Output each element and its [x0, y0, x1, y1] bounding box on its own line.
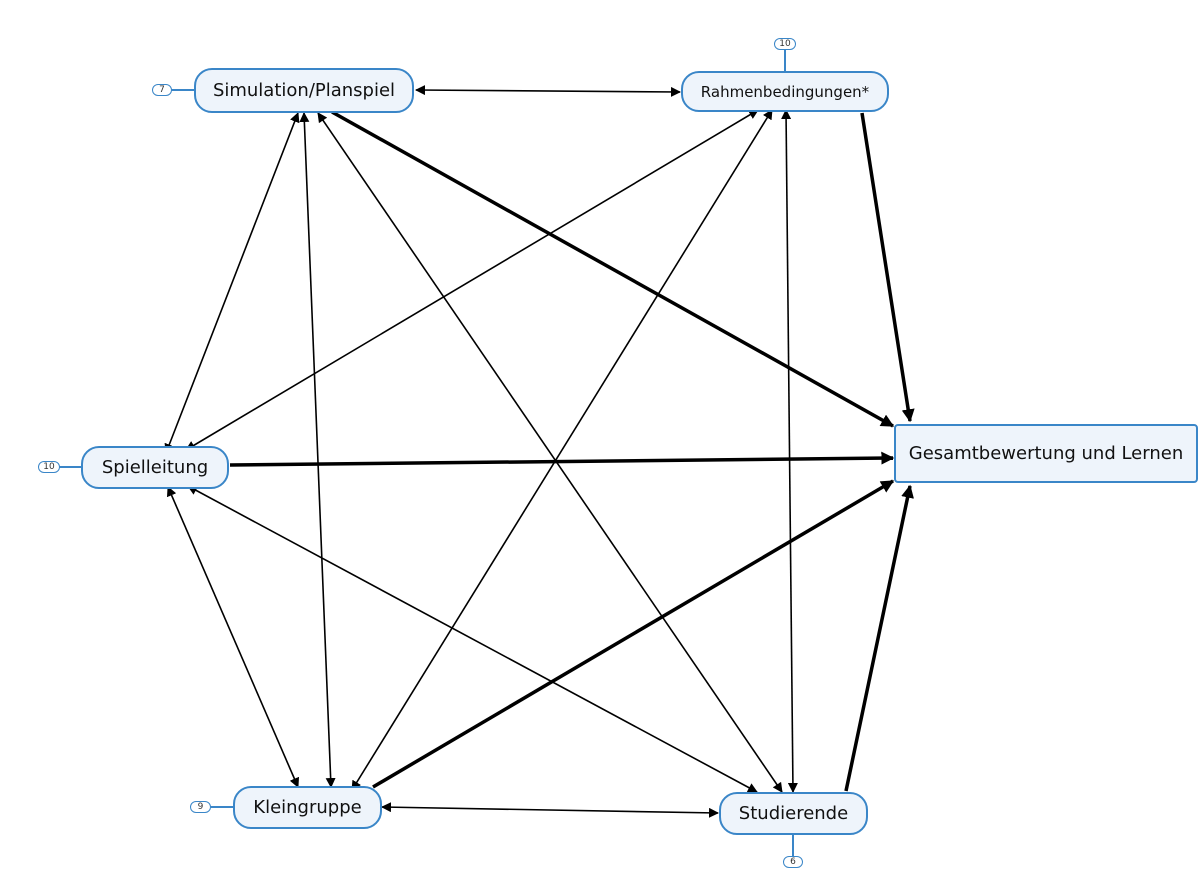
edge-kleingruppe-studierende	[381, 802, 719, 818]
node-label-kleingruppe: Kleingruppe	[253, 797, 362, 818]
badge-rahmen: 10	[774, 38, 796, 50]
badge-studierende: 6	[783, 856, 803, 868]
node-gesamtbewertung-und-lernen[interactable]: Gesamtbewertung und Lernen	[894, 424, 1198, 483]
edge-spielleitung-studierende	[187, 485, 758, 793]
node-label-rahmen: Rahmenbedingungen*	[700, 82, 870, 101]
node-spielleitung[interactable]: Spielleitung	[81, 446, 229, 489]
node-label-studierende: Studierende	[738, 803, 849, 824]
badge-kleingruppe: 9	[190, 801, 211, 813]
edge-simulation-spielleitung	[164, 112, 300, 454]
badge-simulation: 7	[152, 84, 172, 96]
badge-spielleitung: 10	[38, 461, 60, 473]
node-studierende[interactable]: Studierende	[719, 792, 868, 835]
node-rahmenbedingungen[interactable]: Rahmenbedingungen*	[681, 71, 889, 112]
node-label-spielleitung: Spielleitung	[101, 457, 209, 478]
edge-simulation-gesamt	[331, 110, 895, 428]
edge-rahmen-spielleitung	[185, 109, 759, 451]
node-simulation-planspiel[interactable]: Simulation/Planspiel	[194, 68, 414, 113]
edge-simulation-kleingruppe	[299, 112, 336, 788]
edge-spielleitung-kleingruppe	[166, 486, 300, 788]
edge-spielleitung-gesamt	[229, 451, 895, 467]
edge-rahmen-gesamt	[860, 112, 915, 423]
edge-rahmen-studierende	[781, 109, 798, 793]
edge-simulation-rahmen	[415, 85, 681, 97]
edge-simulation-studierende	[317, 112, 783, 793]
node-label-simulation: Simulation/Planspiel	[212, 80, 396, 101]
edge-kleingruppe-gesamt	[372, 479, 895, 789]
node-kleingruppe[interactable]: Kleingruppe	[233, 786, 382, 829]
node-label-gesamt: Gesamtbewertung und Lernen	[908, 443, 1184, 464]
edge-studierende-gesamt	[844, 484, 914, 792]
